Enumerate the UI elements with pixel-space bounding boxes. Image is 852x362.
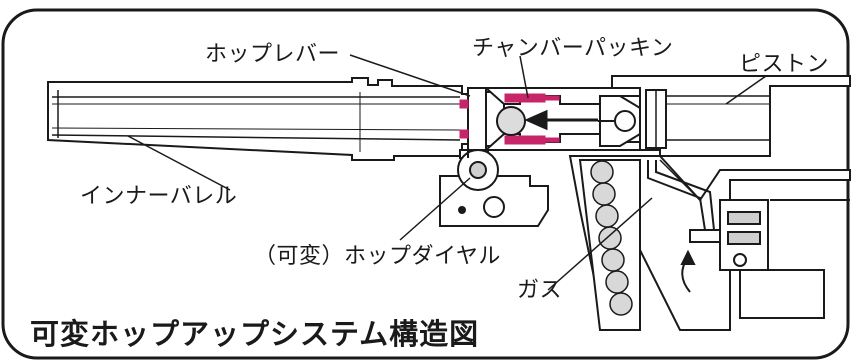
flow-arrow — [524, 109, 598, 131]
bb-ball — [496, 106, 526, 136]
magazine-bbs — [590, 160, 633, 316]
gas-valve — [689, 199, 850, 319]
label-piston: ピストン — [739, 52, 830, 77]
gas-channel — [647, 160, 715, 231]
label-inner-barrel: インナーバレル — [80, 184, 238, 209]
leader-lines — [127, 54, 767, 291]
label-chamber-packing: チャンバーパッキン — [472, 36, 674, 61]
label-hop-dial: （可変）ホップダイヤル — [254, 244, 501, 269]
valve — [598, 95, 641, 147]
chamber-packing — [459, 93, 560, 145]
label-gas: ガス — [517, 278, 563, 303]
diagram-title: 可変ホップアップシステム構造図 — [30, 317, 480, 351]
gas-flow-arrow — [680, 249, 696, 293]
label-hop-lever: ホップレバー — [205, 42, 341, 67]
